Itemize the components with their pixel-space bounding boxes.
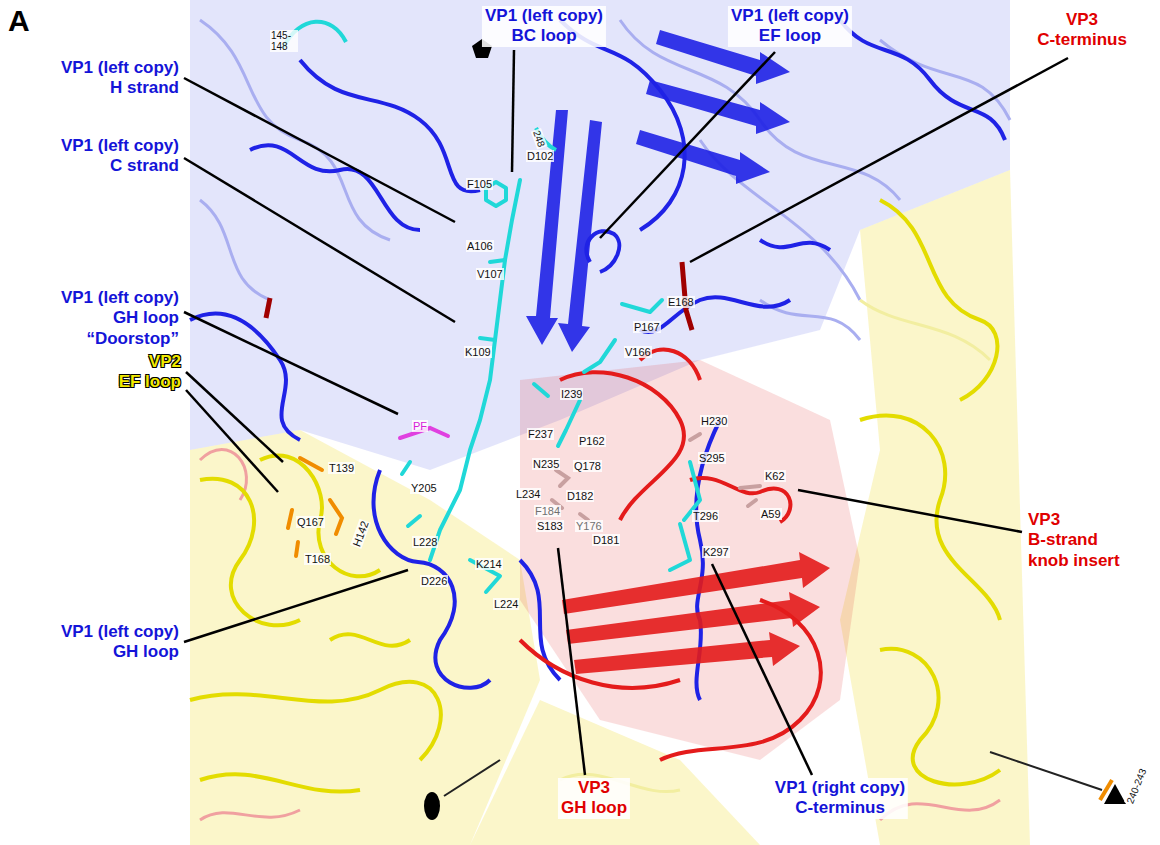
label-line: VP1 (left copy) (61, 136, 179, 156)
label-line: C-terminus (775, 798, 905, 818)
residue-label: T168 (304, 553, 331, 565)
residue-label: N235 (532, 458, 560, 470)
label-line: VP3 (561, 778, 627, 798)
residue-label: I239 (560, 388, 583, 400)
residue-label: K109 (464, 346, 492, 358)
label-line: VP1 (left copy) (61, 58, 179, 78)
callout-label: VP3 C-terminus (1034, 10, 1130, 51)
residue-label: V166 (624, 346, 652, 358)
callout-label: VP1 (left copy) H strand (58, 58, 182, 99)
label-line: VP1 (left copy) (61, 622, 179, 642)
residue-label: K297 (702, 546, 730, 558)
label-line: GH loop (561, 798, 627, 818)
residue-label: K62 (764, 470, 786, 482)
callout-label: VP1 (left copy) EF loop (728, 6, 852, 47)
residue-label: A59 (760, 508, 782, 520)
label-line: VP1 (left copy) (485, 6, 603, 26)
label-line: VP1 (right copy) (775, 778, 905, 798)
residue-label: K214 (475, 558, 503, 570)
residue-label: F184 (534, 505, 561, 517)
label-line: VP3 (1028, 510, 1120, 530)
residue-label: D102 (526, 150, 554, 162)
callout-label: VP2 EF loop (116, 352, 184, 393)
residue-label: Y205 (410, 482, 438, 494)
residue-label: F237 (527, 428, 554, 440)
callout-label: VP1 (right copy) C-terminus (772, 778, 908, 819)
residue-label: H142 (350, 518, 371, 549)
label-line: VP1 (left copy) (731, 6, 849, 26)
label-line: VP2 (119, 352, 181, 372)
label-line: VP3 (1037, 10, 1127, 30)
residue-label: S183 (536, 520, 564, 532)
residue-label: V107 (476, 268, 504, 280)
residue-label: D226 (420, 575, 448, 587)
callout-label: VP3 GH loop (558, 778, 630, 819)
label-line: BC loop (485, 26, 603, 46)
label-line: GH loop (61, 642, 179, 662)
residue-label: Y176 (575, 520, 603, 532)
residue-label: D182 (566, 490, 594, 502)
label-line: knob insert (1028, 551, 1120, 571)
residue-label: Q167 (296, 516, 325, 528)
residue-label: D181 (592, 534, 620, 546)
residue-label: L228 (412, 536, 438, 548)
residue-label: A106 (466, 240, 494, 252)
label-line: H strand (61, 78, 179, 98)
label-line: EF loop (119, 372, 181, 392)
label-line: “Doorstop” (61, 329, 179, 349)
residue-label: L234 (515, 488, 541, 500)
residue-range-number: 240-243 (1124, 766, 1149, 806)
label-line: B-strand (1028, 530, 1120, 550)
residue-label: T296 (692, 510, 719, 522)
residue-range-number: 248 (531, 128, 548, 149)
residue-label: P162 (578, 435, 606, 447)
residue-label: Q178 (573, 460, 602, 472)
label-line: C strand (61, 156, 179, 176)
label-line: VP1 (left copy) (61, 288, 179, 308)
panel-letter: A (8, 4, 30, 38)
residue-label: F105 (466, 178, 493, 190)
residue-label: L224 (493, 598, 519, 610)
residue-label: PF (412, 420, 428, 432)
callout-label: VP1 (left copy) BC loop (482, 6, 606, 47)
label-line: C-terminus (1037, 30, 1127, 50)
residue-label: P167 (633, 321, 661, 333)
label-line: EF loop (731, 26, 849, 46)
callout-label: VP3 B-strand knob insert (1025, 510, 1123, 571)
residue-label: T139 (328, 462, 355, 474)
label-line: GH loop (61, 308, 179, 328)
residue-label: S295 (698, 452, 726, 464)
residue-label: H230 (700, 415, 728, 427)
residue-label: E168 (667, 296, 695, 308)
callout-label: VP1 (left copy) GH loop (58, 622, 182, 663)
residue-range-number: 145-148 (270, 30, 298, 52)
callout-label: VP1 (left copy) GH loop “Doorstop” (58, 288, 182, 349)
callout-label: VP1 (left copy) C strand (58, 136, 182, 177)
